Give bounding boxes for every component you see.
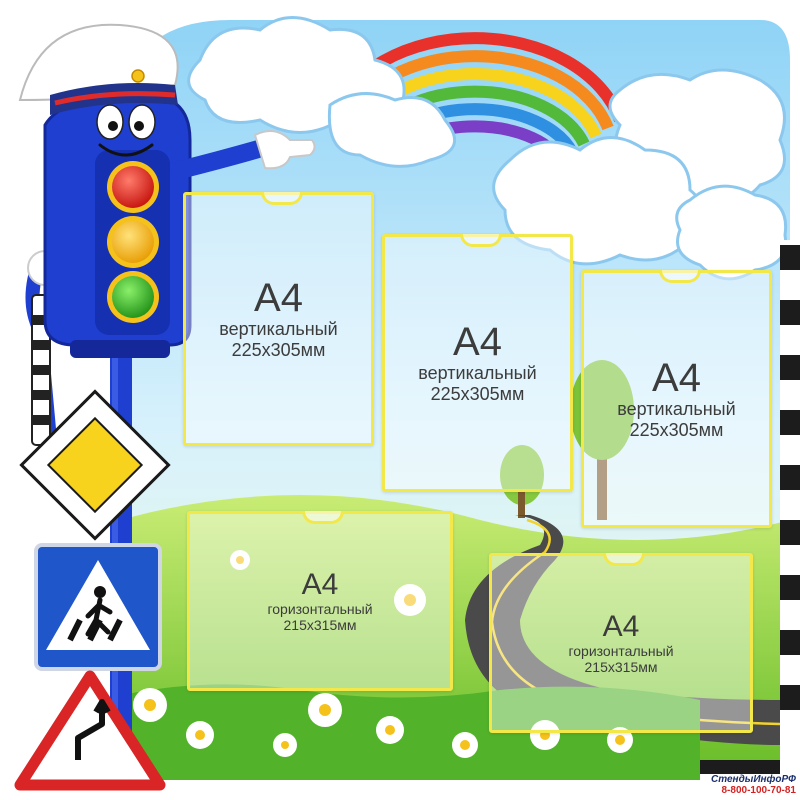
- brand-name: СтендыИнфоРФ: [711, 774, 796, 785]
- pocket-size-label: A4: [254, 276, 303, 320]
- pocket-dimensions-label: 215x315мм: [283, 617, 357, 633]
- pocket-notch: [658, 270, 701, 283]
- a4-pocket-vertical-2: A4 вертикальный 225x305мм: [382, 234, 573, 492]
- pocket-notch: [260, 192, 303, 205]
- pocket-dimensions-label: 215x315мм: [584, 659, 658, 675]
- clouds: [187, 16, 788, 281]
- pocket-notch: [603, 553, 645, 566]
- brand-phone: 8-800-100-70-81: [721, 785, 797, 796]
- a4-pocket-horizontal-1: A4 горизонтальный 215x315мм: [187, 511, 453, 691]
- pocket-dimensions-label: 225x305мм: [231, 340, 326, 360]
- pocket-size-label: A4: [602, 610, 640, 643]
- a4-pocket-vertical-3: A4 вертикальный 225x305мм: [581, 270, 772, 528]
- a4-pocket-horizontal-2: A4 горизонтальный 215x315мм: [489, 553, 753, 733]
- pocket-size-label: A4: [301, 568, 339, 601]
- pocket-size-label: A4: [652, 356, 701, 400]
- pocket-dimensions-label: 225x305мм: [430, 384, 525, 404]
- a4-pocket-vertical-1: A4 вертикальный 225x305мм: [183, 192, 374, 446]
- traffic-light-mascot: [18, 23, 316, 447]
- pocket-size-label: A4: [453, 320, 502, 364]
- pocket-notch: [459, 234, 502, 247]
- pocket-notch: [302, 511, 344, 524]
- pocket-dimensions-label: 225x305мм: [629, 420, 724, 440]
- pocket-orientation-label: вертикальный: [617, 399, 736, 419]
- checkered-strip: [640, 240, 800, 774]
- double-curve-sign: [14, 670, 166, 791]
- daisies: [133, 550, 633, 758]
- pocket-orientation-label: вертикальный: [418, 363, 537, 383]
- priority-road-sign: [19, 389, 171, 541]
- pocket-orientation-label: вертикальный: [219, 319, 338, 339]
- brand-logo: СтендыИнфоРФ 8-800-100-70-81: [711, 774, 796, 796]
- pocket-orientation-label: горизонтальный: [568, 643, 674, 659]
- pedestrian-crossing-sign: [34, 543, 162, 671]
- pocket-orientation-label: горизонтальный: [267, 601, 373, 617]
